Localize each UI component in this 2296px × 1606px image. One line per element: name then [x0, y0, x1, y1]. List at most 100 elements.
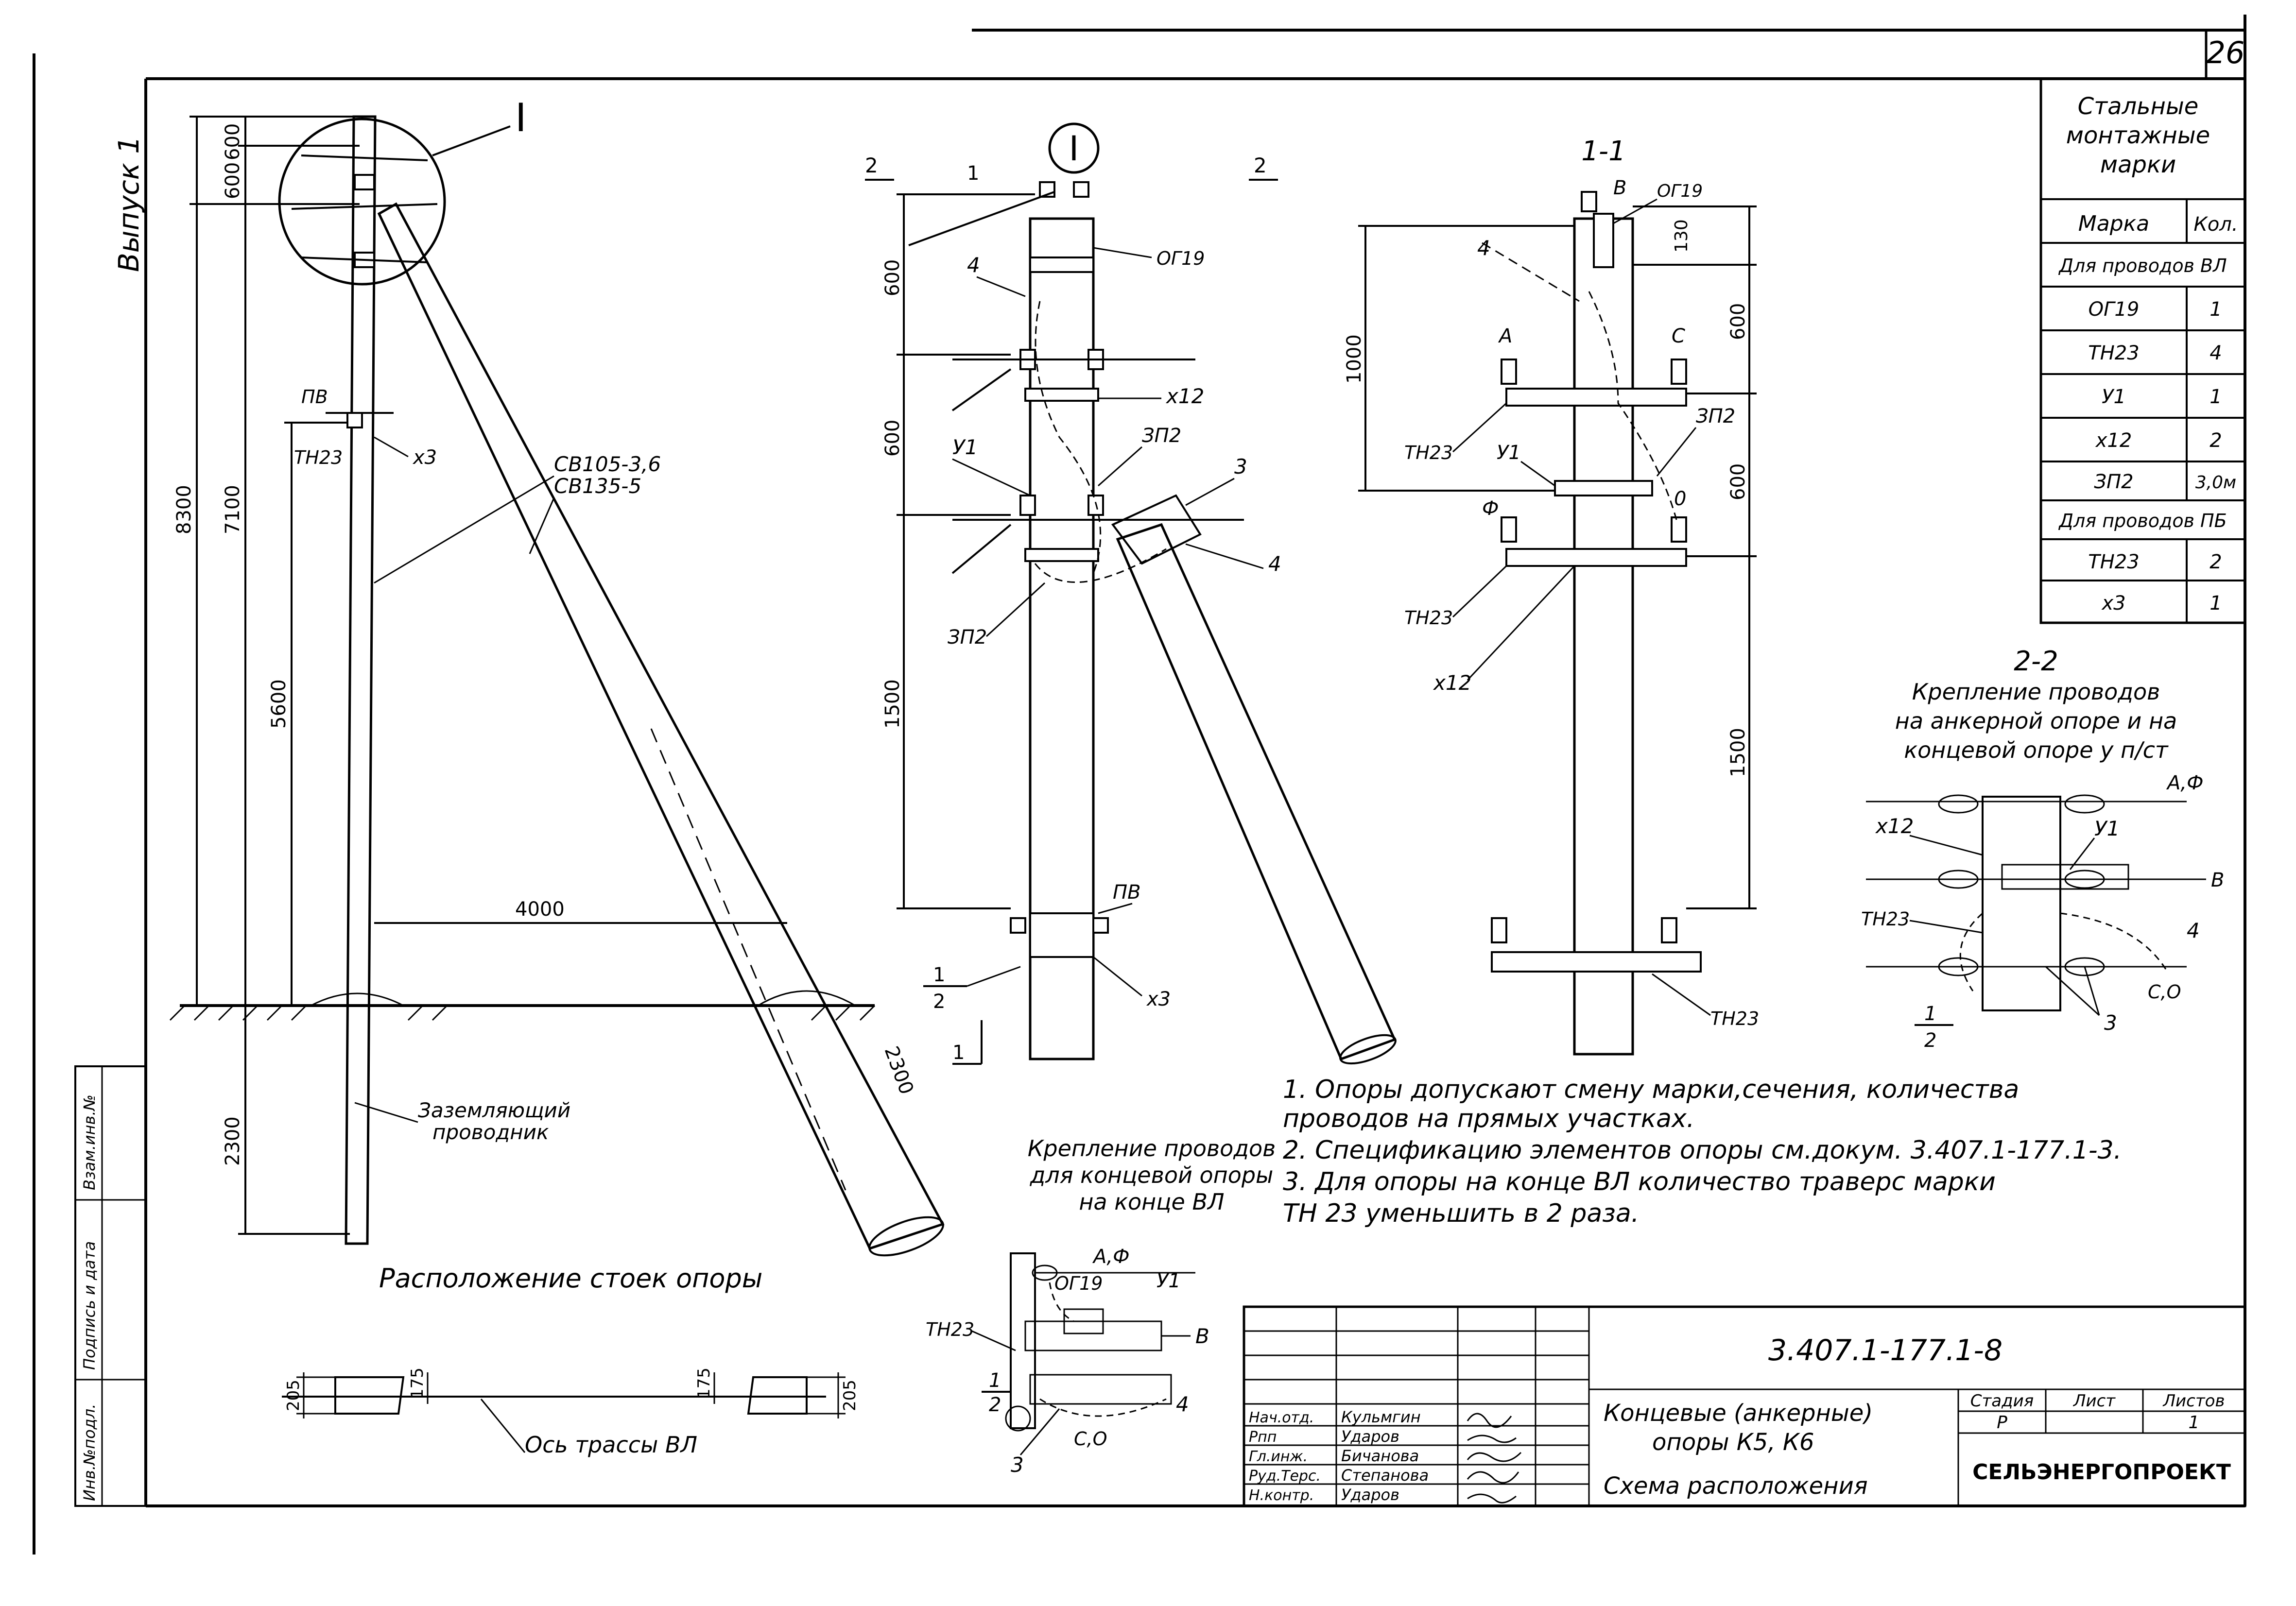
label-v: В — [1613, 177, 1626, 199]
spec-col-mark: Марка — [2078, 211, 2149, 236]
label-ground-conductor-1: Заземляющий — [418, 1098, 570, 1122]
section-mark-2-right: 2 — [1254, 154, 1267, 177]
section-1-1: 1-1 130 1000 600 6 — [1343, 136, 1759, 1056]
section-22-caption-1: Крепление проводов — [1912, 679, 2160, 705]
label-x12: х12 — [1165, 384, 1204, 408]
label-a: А — [1498, 325, 1512, 347]
label-af: А,Ф — [1092, 1246, 1130, 1268]
section-2-2: 2-2 Крепление проводов на анкерной опоре… — [1861, 646, 2224, 1052]
dim-175-a: 175 — [408, 1367, 427, 1399]
spec-title-2: монтажные — [2066, 122, 2210, 149]
dim-7100: 7100 — [222, 485, 244, 534]
dim-1000: 1000 — [1343, 334, 1365, 384]
handwritten-signatures — [1467, 1413, 1522, 1503]
label-y1: У1 — [1497, 442, 1521, 464]
node-I-circle — [278, 118, 446, 286]
label-2a: 2 — [933, 991, 945, 1013]
signature-name: Бичанова — [1341, 1447, 1419, 1465]
label-1: 1 — [989, 1369, 1001, 1392]
label-s: С — [1672, 325, 1685, 347]
end-detail: Крепление проводов для концевой опоры на… — [926, 1135, 1276, 1477]
spec-row-qty: 3,0м — [2195, 473, 2236, 493]
label-y1: У1 — [952, 435, 978, 459]
section-22-caption-3: концевой опоре у п/ст — [1904, 737, 2169, 763]
label-tn23: ТН23 — [1861, 908, 1910, 930]
strut-pole — [377, 202, 945, 1250]
issue-label: Выпуск 1 — [112, 136, 145, 272]
note-line: 1. Опоры допускают смену марки,сечения, … — [1283, 1075, 2019, 1104]
label-3: 3 — [1011, 1453, 1024, 1477]
label-4: 4 — [1477, 236, 1490, 260]
title-line-3: Схема расположения — [1604, 1472, 1868, 1500]
spec-row-mark: х3 — [2101, 592, 2125, 615]
page-number: 26 — [2207, 35, 2245, 70]
signature-role: Нач.отд. — [1249, 1409, 1314, 1426]
spec-row-qty: 1 — [2210, 592, 2222, 615]
label-so: С,О — [1074, 1428, 1107, 1450]
title-block: 3.407.1-177.1-8 Концевые (анкерные) опор… — [1243, 1305, 2246, 1507]
signature-name: Ударов — [1341, 1427, 1399, 1446]
spec-group-vl: Для проводов ВЛ — [2058, 255, 2227, 276]
label-x12: х12 — [1875, 814, 1914, 838]
label-tn23-b: ТН23 — [1404, 607, 1453, 629]
dim-130: 130 — [1672, 219, 1692, 253]
section-11-title: 1-1 — [1581, 136, 1625, 167]
signature-role: Рпп — [1249, 1429, 1277, 1446]
label-2: 2 — [989, 1394, 1001, 1416]
sheet-border — [33, 15, 2246, 1555]
label-3: 3 — [1234, 455, 1247, 478]
view-I-pole — [1029, 217, 1095, 1060]
notes: 1. Опоры допускают смену марки,сечения, … — [1283, 1075, 2122, 1228]
label-4b: 4 — [1268, 552, 1281, 576]
label-1a: 1 — [933, 964, 945, 986]
spec-row-qty: 2 — [2210, 429, 2222, 452]
label-1b: 1 — [952, 1042, 965, 1064]
spec-row-mark: У1 — [2102, 386, 2126, 408]
end-detail-caption-1: Крепление проводов — [1028, 1135, 1276, 1162]
spec-title-1: Стальные — [2078, 93, 2199, 120]
col-stage: Стадия — [1970, 1391, 2034, 1411]
dim-600-b: 600 — [1727, 463, 1749, 500]
spec-row-mark: х12 — [2095, 429, 2132, 452]
side-stamp: Инв.№подл. Подпись и дата Взам.инв.№ — [74, 1065, 147, 1507]
spec-table: Стальные монтажные марки Марка Кол. Для … — [2039, 77, 2246, 624]
spec-row-qty: 2 — [2210, 551, 2222, 573]
label-x3: х3 — [1146, 988, 1171, 1010]
label-tn23: ТН23 — [294, 447, 343, 468]
section-22-title: 2-2 — [2014, 646, 2058, 677]
dim-175-b: 175 — [694, 1367, 714, 1399]
note-line: 2. Спецификацию элементов опоры см.докум… — [1283, 1136, 2122, 1165]
spec-row-mark: ОГ19 — [2089, 298, 2140, 321]
node-I-mark: I — [515, 95, 527, 140]
dim-205-b: 205 — [840, 1380, 860, 1411]
stamp-inv-podl: Инв.№подл. — [80, 1404, 99, 1501]
label-zp2-a: ЗП2 — [1142, 425, 1181, 447]
spec-row-mark: ТН23 — [2088, 342, 2139, 364]
spec-group-pb: Для проводов ПБ — [2058, 510, 2227, 531]
dim-1500: 1500 — [1727, 728, 1749, 777]
left-view: I 600 600 8300 710 — [169, 95, 945, 1294]
label-og19: ОГ19 — [1657, 181, 1703, 201]
label-ground-conductor-2: проводник — [432, 1120, 549, 1144]
spec-row-qty: 1 — [2210, 386, 2222, 408]
label-pv: ПВ — [1113, 881, 1141, 904]
label-x12: х12 — [1433, 671, 1471, 695]
label-zp2: ЗП2 — [1696, 405, 1735, 427]
dim-total-height: 8300 — [173, 485, 195, 534]
view-I-mark: I — [1069, 129, 1079, 169]
label-sv135: СВ135-5 — [554, 474, 641, 498]
dim-depth: 2300 — [222, 1116, 244, 1166]
label-tn23-a: ТН23 — [1404, 442, 1453, 463]
label-f: Ф — [1482, 497, 1499, 520]
label-tn23-c: ТН23 — [1710, 1008, 1759, 1029]
label-y1: У1 — [1157, 1270, 1181, 1292]
label-so: С,О — [2148, 981, 2181, 1003]
plan-view: 205 175 175 205 Ось трассы ВЛ — [282, 1367, 860, 1458]
dim-600-a: 600 — [1727, 303, 1749, 340]
label-2: 2 — [1924, 1029, 1936, 1052]
section-11-pole — [1573, 217, 1634, 1056]
label-4: 4 — [2187, 919, 2200, 942]
spec-title-3: марки — [2100, 151, 2176, 178]
org-name: СЕЛЬЭНЕРГОПРОЕКТ — [1972, 1460, 2231, 1485]
label-b: В — [2211, 869, 2224, 891]
